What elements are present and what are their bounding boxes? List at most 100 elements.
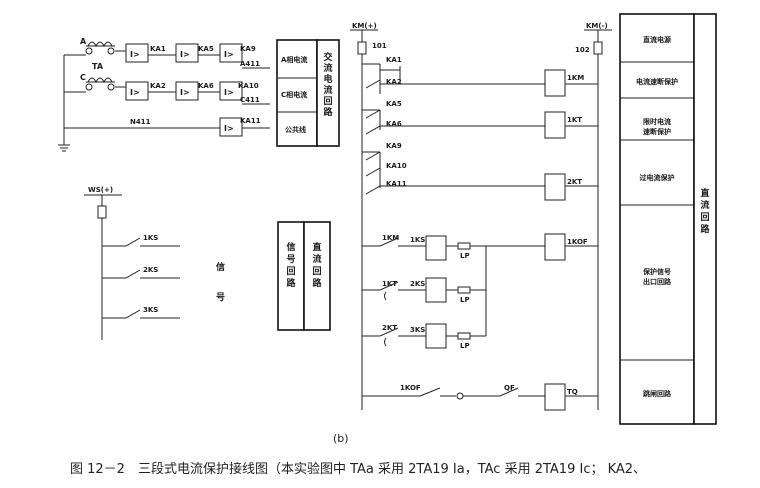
coil-label: 2KT [567, 178, 582, 186]
node-101: 101 [372, 42, 387, 50]
ct-c-terminal-icon [107, 83, 115, 91]
contact-label: KA10 [386, 162, 407, 170]
signal-char-1: 信 [216, 261, 225, 273]
contact-label: KA2 [386, 78, 402, 86]
signal-output-label: 保护信号出口回路 [642, 267, 672, 286]
dc-circuit-side-label: 直流回路 [700, 187, 710, 235]
function-label-column [619, 13, 695, 425]
lp-link-icon [457, 286, 471, 294]
coil-1kt [544, 111, 566, 139]
time-delay-icon [384, 291, 387, 301]
fuse-icon [593, 41, 603, 55]
ac-labels-box [276, 39, 318, 147]
signal-relay-label: 2KS [410, 280, 425, 288]
common-line-label: 公共线 [285, 125, 306, 134]
coil-label: TQ [567, 388, 578, 396]
overcurrent-label: 过电流保护 [640, 173, 675, 182]
contact-label: 1KT [382, 280, 397, 288]
svg-text:I>: I> [130, 88, 140, 97]
dc-circuit-side-box [693, 13, 717, 425]
dc-circuit-label: 直流回路 [312, 241, 322, 289]
ac-current-circuit: A C TA I> KA1 I> KA5 I> KA9 A411 I> KA2 [58, 37, 340, 152]
relay-label: KA6 [198, 82, 214, 90]
contact-label: QF [504, 384, 515, 392]
contact-label: 1KM [382, 234, 399, 242]
signal-contact-label: 1KS [143, 234, 158, 242]
ct-a-coil-icon [87, 41, 113, 48]
wire-label: N411 [130, 118, 151, 126]
dc-power-label: 直流电源 [643, 35, 671, 44]
signal-relay-1ks [425, 235, 447, 261]
coil-2kt [544, 173, 566, 201]
wire-label: C411 [240, 96, 260, 104]
relay-ka10 [219, 81, 243, 101]
svg-text:I>: I> [180, 88, 190, 97]
figure-caption: 图 12－2 三段式电流保护接线图（本实验图中 TAa 采用 2TA19 Ia，… [70, 462, 647, 477]
coil-1kof [544, 233, 566, 261]
fuse-icon [97, 205, 107, 219]
relay-label: KA5 [198, 45, 214, 53]
dc-function-labels: 直流电源 电流速断保护 限时电流速断保护 过电流保护 保护信号出口回路 跳闸回路… [619, 13, 717, 425]
contact-label: KA1 [386, 56, 402, 64]
signal-relay-3ks [425, 323, 447, 349]
coil-label: 1KOF [567, 238, 588, 246]
svg-text:I>: I> [224, 124, 234, 133]
dc-circuit-box [303, 221, 331, 331]
lp-label: LP [460, 296, 470, 304]
signal-contact-label: 2KS [143, 266, 158, 274]
signal-circuit-box [277, 221, 305, 331]
signal-relay-label: 3KS [410, 326, 425, 334]
coil-label: 1KT [567, 116, 582, 124]
contact-label: 1KOF [400, 384, 421, 392]
ac-title-box [316, 39, 340, 147]
terminal-icon [456, 392, 464, 400]
lp-label: LP [460, 252, 470, 260]
coil-tq [544, 383, 566, 411]
relay-label: KA9 [240, 45, 256, 53]
contact-label: KA11 [386, 180, 407, 188]
relay-label: KA2 [150, 82, 166, 90]
svg-text:I>: I> [130, 50, 140, 59]
relay-label: KA11 [240, 117, 261, 125]
contact-label: KA6 [386, 120, 402, 128]
lp-label: LP [460, 342, 470, 350]
a-phase-current-label: A相电流 [281, 55, 307, 64]
relay-label: KA10 [238, 82, 259, 90]
ta-label: TA [92, 62, 104, 71]
contact-label: 2KT [382, 324, 397, 332]
svg-text:I>: I> [224, 50, 234, 59]
relay-ka1 [125, 43, 149, 63]
figure-sublabel: (b) [333, 432, 349, 445]
relay-ka6 [175, 81, 199, 101]
c-phase-current-label: C相电流 [281, 90, 307, 99]
svg-text:I>: I> [224, 88, 234, 97]
signal-circuit-label: 信号回路 [286, 241, 296, 289]
ac-circuit-title: 交流电流回路 [323, 51, 333, 118]
signal-bus-label: WS(+) [88, 186, 113, 194]
trip-circuit-label: 跳闸回路 [643, 389, 672, 398]
bus-neg-label: KM(-) [586, 22, 608, 30]
relay-ka2 [125, 81, 149, 101]
relay-ka9 [219, 43, 243, 63]
phase-a-label: A [80, 37, 87, 46]
phase-c-label: C [80, 73, 86, 82]
contact-label: KA5 [386, 100, 402, 108]
ct-c-terminal-icon [85, 83, 93, 91]
bus-pos-label: KM(+) [352, 22, 377, 30]
lp-link-icon [457, 332, 471, 340]
timed-overcurrent-label: 限时电流速断保护 [643, 117, 671, 136]
signal-relay-2ks [425, 277, 447, 303]
ct-a-terminal-icon [85, 47, 93, 55]
signal-circuit: WS(+) 1KS 2KS 3KS 信 号 信号回路 直流回路 [84, 186, 331, 340]
svg-text:I>: I> [180, 50, 190, 59]
ct-c-coil-icon [87, 77, 113, 84]
relay-ka11 [219, 117, 243, 137]
lp-link-icon [457, 242, 471, 250]
dc-control-circuit: KM(+) KM(-) 101 102 KA1 KA2 1KM KA5 KA6 … [350, 22, 612, 411]
ct-a-terminal-icon [107, 47, 115, 55]
fuse-icon [357, 41, 367, 55]
instant-overcurrent-label: 电流速断保护 [636, 77, 678, 86]
relay-ka5 [175, 43, 199, 63]
time-delay-icon [384, 337, 387, 347]
